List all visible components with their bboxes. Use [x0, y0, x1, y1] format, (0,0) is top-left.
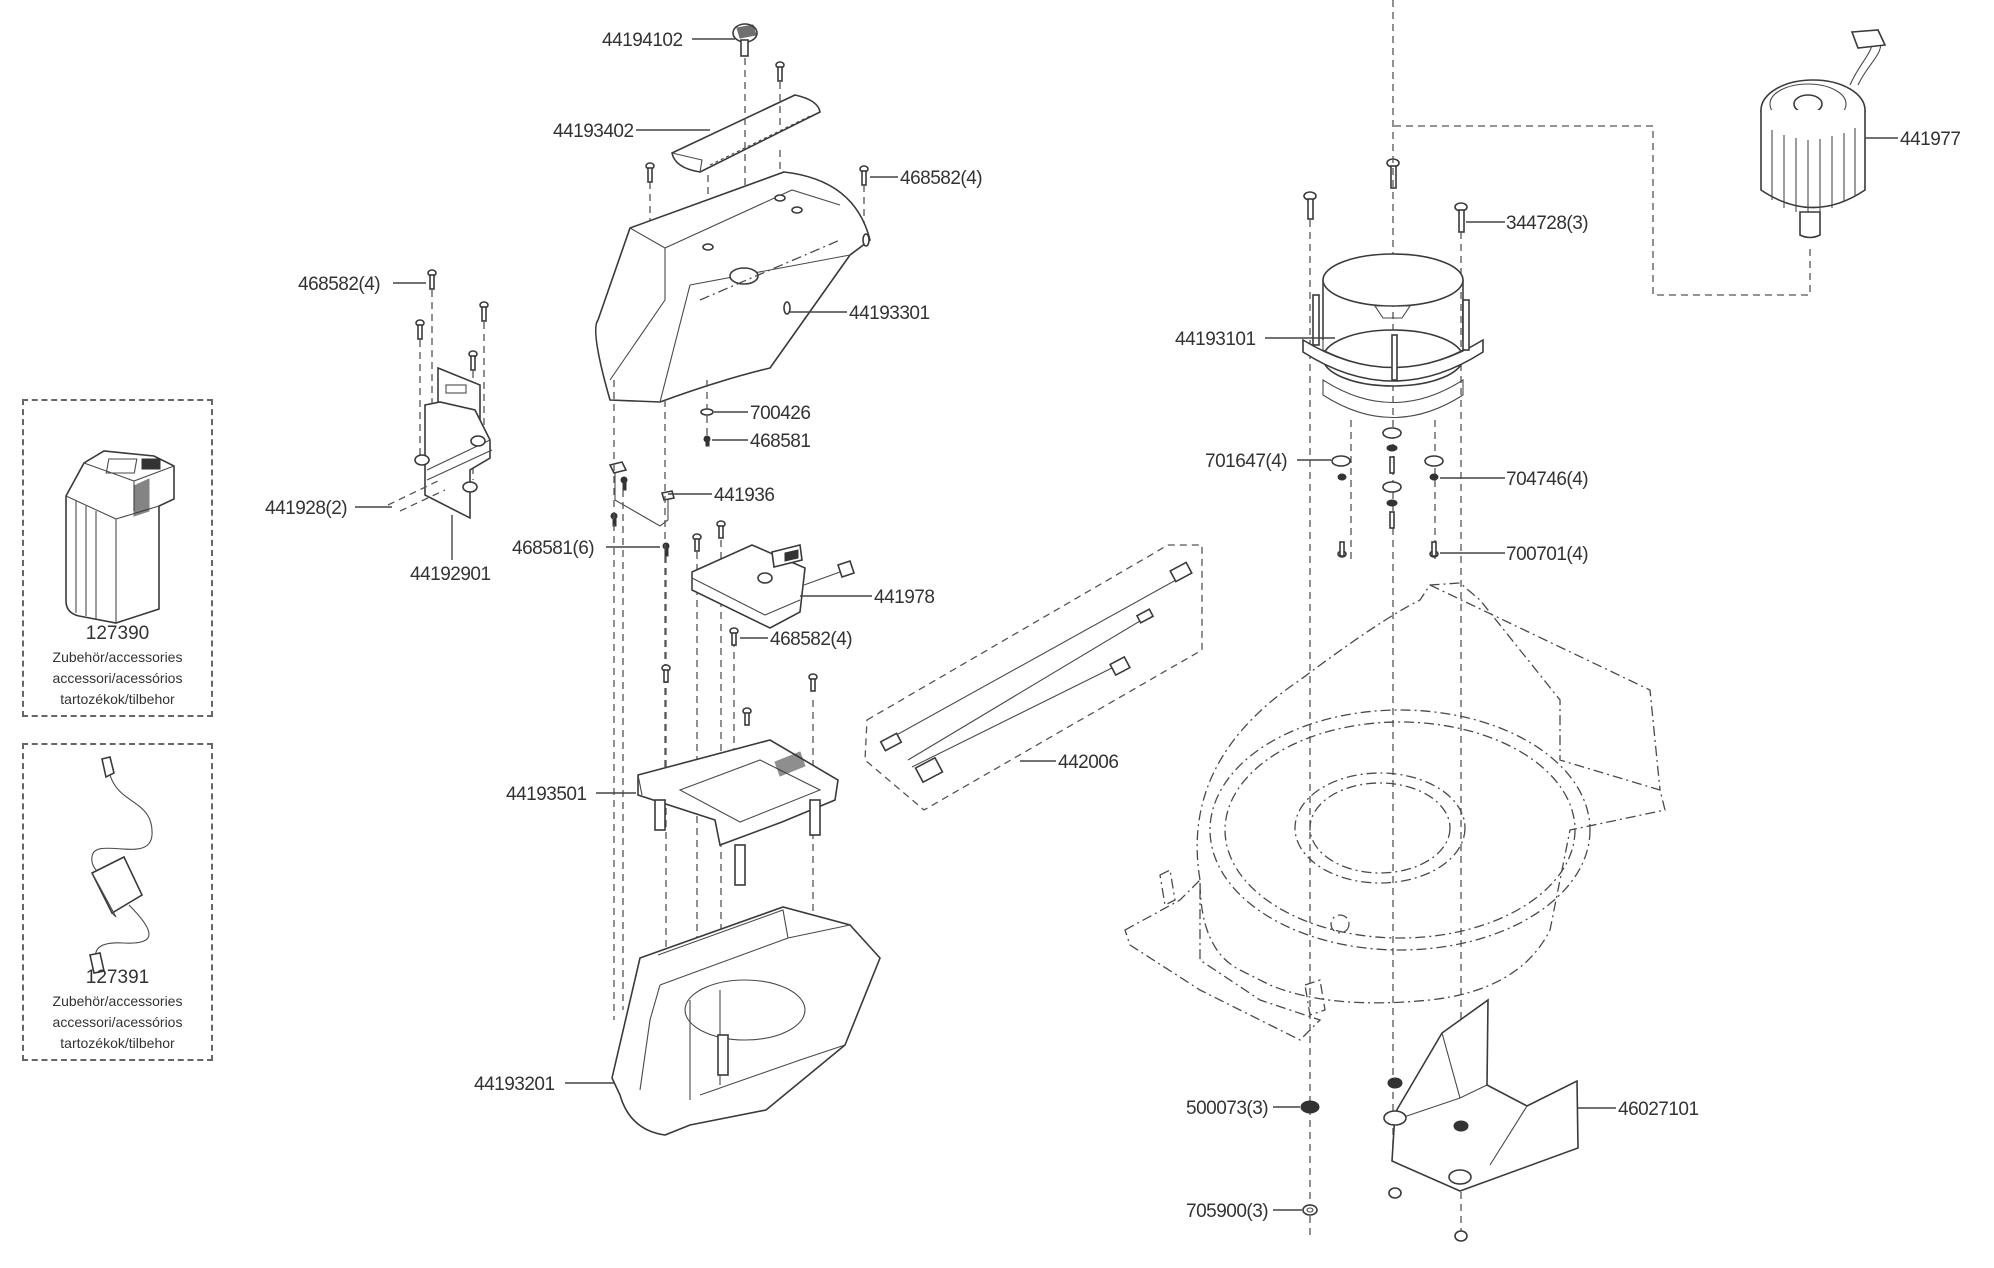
part-label-washer-700426: 700426 [750, 403, 810, 424]
screw-icon [1337, 541, 1347, 558]
part-label-nut: 705900(3) [1186, 1201, 1268, 1222]
part-label-electronics-frame: 44193501 [506, 784, 587, 805]
top-cover-part [671, 94, 821, 173]
knob-part [732, 23, 758, 57]
part-label-deflector: 46027101 [1618, 1099, 1699, 1120]
accessory-desc-line: tartozékok/tilbehor [60, 1035, 175, 1051]
deflector-part [1383, 998, 1579, 1192]
part-label-washer-701647: 701647(4) [1205, 451, 1287, 472]
battery-pack-icon [65, 450, 175, 624]
part-label-upper-housing: 44193301 [849, 303, 930, 324]
accessory-desc-line: accessori/acessórios [52, 670, 183, 686]
screw-icon [662, 542, 670, 557]
washer-icon [1382, 427, 1402, 439]
part-label-bracket: 441936 [714, 485, 774, 506]
wiring-harness-part [864, 544, 1203, 811]
part-label-knob: 44194102 [602, 30, 683, 51]
screw-icon [1389, 456, 1395, 474]
part-label-screw-top: 468582(4) [900, 168, 982, 189]
battery-holder-part [414, 366, 493, 520]
washer-icon [1382, 481, 1402, 493]
nut-icon [1386, 499, 1398, 507]
motor-connector-line [1394, 125, 1811, 296]
nut-icon [1454, 1230, 1468, 1242]
electronics-frame-part [637, 739, 839, 886]
accessory-desc-line: tartozékok/tilbehor [60, 691, 175, 707]
screw-icon [1389, 511, 1395, 529]
part-label-washer-704746: 704746(4) [1506, 469, 1588, 490]
washer-icon [1424, 455, 1444, 467]
nut-icon [1388, 1187, 1402, 1199]
grommet-icon [1387, 1077, 1403, 1089]
accessory-desc-line: Zubehör/accessories [52, 649, 183, 665]
part-label-motor-bolts: 344728(3) [1506, 213, 1588, 234]
grommet-icon [1300, 1100, 1320, 1114]
part-label-motor-mount: 44193101 [1175, 329, 1256, 350]
screw-icon [859, 165, 869, 186]
accessory-box-charger: 127391 Zubehör/accessories accessori/ace… [22, 743, 213, 1061]
screw-icon [775, 61, 785, 82]
part-label-battery-holder: 44192901 [410, 564, 491, 585]
accessory-desc-line: Zubehör/accessories [52, 993, 183, 1009]
part-label-motor: 441977 [1900, 129, 1960, 150]
part-label-screw-holder: 468582(4) [298, 274, 380, 295]
screw-icon [692, 533, 702, 552]
bolt-icon [1454, 202, 1468, 233]
screw-icon [645, 162, 655, 183]
screw-icon [742, 707, 752, 726]
part-label-screw-700701: 700701(4) [1506, 544, 1588, 565]
part-label-control-board: 441978 [874, 587, 934, 608]
control-board-part [691, 544, 856, 629]
nut-icon [1429, 473, 1439, 481]
upper-housing-part [594, 171, 871, 403]
part-label-lower-housing: 44193201 [474, 1074, 555, 1095]
bracket-part [608, 461, 676, 527]
nut-icon [1337, 473, 1347, 481]
accessory-desc-line: accessori/acessórios [52, 1014, 183, 1030]
washer-icon [700, 408, 714, 416]
part-label-holder-pins: 441928(2) [265, 498, 347, 519]
part-label-screw-468581-6: 468581(6) [512, 538, 594, 559]
accessory-part-number: 127390 [85, 623, 150, 644]
screw-icon [808, 673, 818, 692]
bolt-icon [1303, 191, 1317, 220]
part-label-screw-468581: 468581 [750, 431, 810, 452]
part-label-top-cover: 44193402 [553, 121, 634, 142]
screw-icon [729, 627, 739, 646]
screw-icon [620, 476, 628, 491]
screw-icon [479, 301, 489, 322]
screw-icon [1429, 541, 1439, 558]
screw-icon [716, 520, 726, 539]
part-label-wiring-harness: 442006 [1058, 752, 1118, 773]
nut-icon [1302, 1204, 1318, 1216]
accessory-box-battery: 127390 Zubehör/accessories accessori/ace… [22, 399, 213, 717]
nut-icon [1386, 444, 1398, 452]
accessory-part-number: 127391 [85, 967, 150, 988]
charger-icon [89, 756, 153, 974]
screw-icon [703, 435, 711, 447]
screw-icon [468, 350, 478, 371]
screw-icon [661, 664, 671, 683]
grommet-icon [1453, 1120, 1469, 1132]
lower-housing-part [611, 906, 881, 1136]
part-label-screw-board: 468582(4) [770, 629, 852, 650]
washer-icon [1331, 455, 1351, 467]
part-label-grommet: 500073(3) [1186, 1098, 1268, 1119]
screw-icon [415, 319, 425, 340]
motor-mount-part [1302, 253, 1484, 418]
motor-part [1760, 29, 1887, 239]
screw-icon [427, 269, 437, 290]
mower-deck-part [1124, 582, 1666, 1041]
